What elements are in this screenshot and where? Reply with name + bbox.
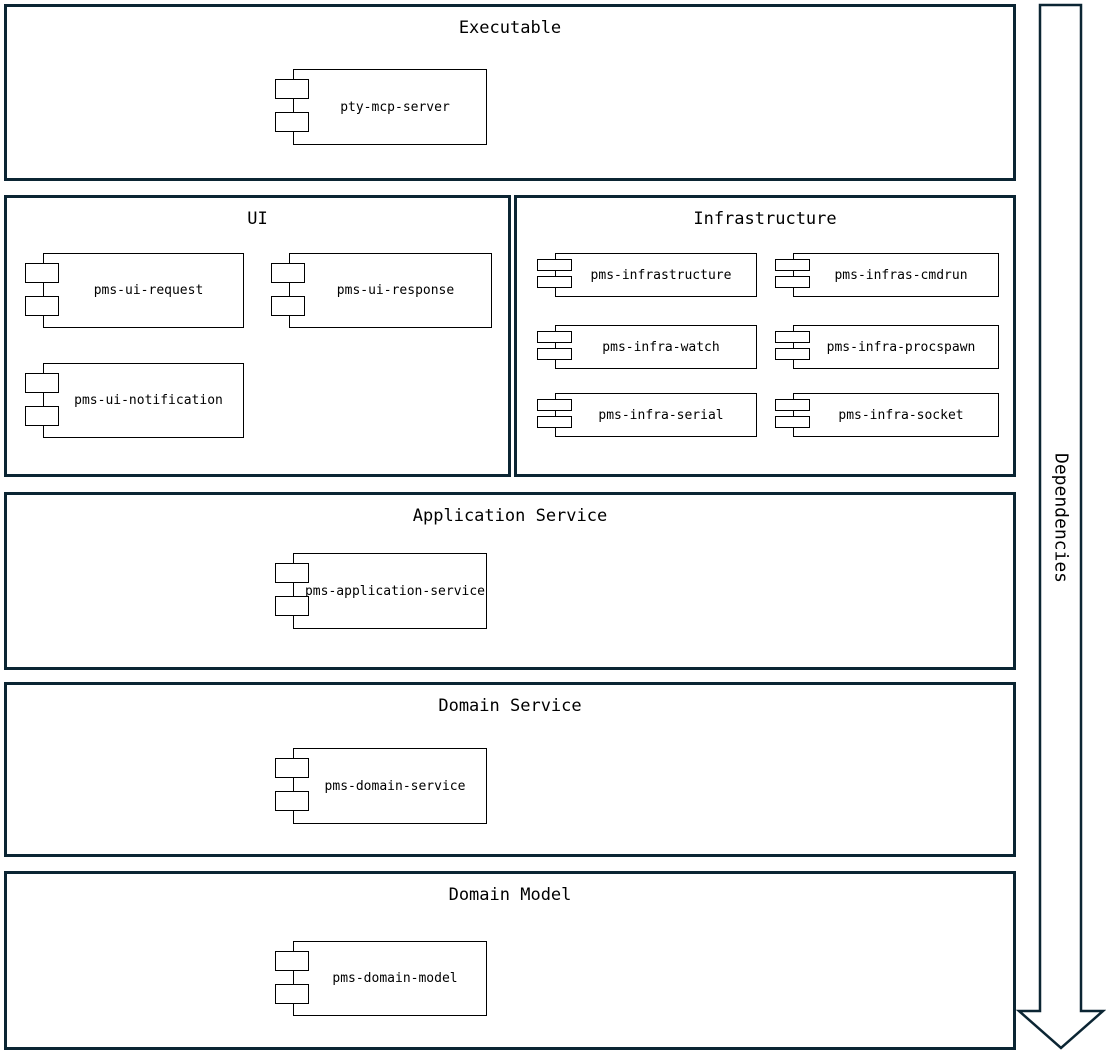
uml-component-icon xyxy=(275,596,309,616)
uml-component-icon xyxy=(537,399,572,411)
component-pms-infra-watch: pms-infra-watch xyxy=(537,325,757,369)
uml-component-icon xyxy=(775,348,810,360)
component-label: pms-ui-response xyxy=(336,283,455,298)
component-label: pms-infra-watch xyxy=(602,339,720,355)
component-label: pms-infra-procspawn xyxy=(826,339,976,355)
uml-component-icon xyxy=(275,112,309,132)
uml-component-icon xyxy=(275,984,309,1004)
uml-component-icon xyxy=(25,263,59,283)
uml-component-icon xyxy=(775,399,810,411)
uml-component-icon xyxy=(275,951,309,971)
component-label: pms-ui-request xyxy=(93,283,204,298)
component-pms-domain-model: pms-domain-model xyxy=(275,941,487,1016)
component-label: pty-mcp-server xyxy=(340,99,450,115)
uml-component-icon xyxy=(775,276,810,288)
component-pms-infra-procspawn: pms-infra-procspawn xyxy=(775,325,999,369)
section-title-domain-model: Domain Model xyxy=(448,885,572,905)
component-pms-infra-serial: pms-infra-serial xyxy=(537,393,757,437)
uml-component-icon xyxy=(275,79,309,99)
section-title-domain-service: Domain Service xyxy=(438,696,582,716)
component-pms-ui-notification: pms-ui-notification xyxy=(25,363,244,438)
uml-component-icon xyxy=(537,348,572,360)
component-pty-mcp-server: pty-mcp-server xyxy=(275,69,487,145)
component-pms-application-service: pms-application-service xyxy=(275,553,487,629)
uml-component-icon xyxy=(271,263,305,283)
component-pms-ui-request: pms-ui-request xyxy=(25,253,244,328)
uml-component-icon xyxy=(537,331,572,343)
component-pms-infrastructure: pms-infrastructure xyxy=(537,253,757,297)
uml-component-icon xyxy=(775,416,810,428)
uml-component-icon xyxy=(275,758,309,778)
uml-component-icon xyxy=(25,406,59,426)
component-label: pms-domain-model xyxy=(332,971,458,986)
section-domain-service: Domain Service pms-domain-service xyxy=(4,682,1016,857)
uml-component-icon xyxy=(25,296,59,316)
section-application-service: Application Service pms-application-serv… xyxy=(4,492,1016,670)
uml-component-icon xyxy=(537,276,572,288)
component-pms-domain-service: pms-domain-service xyxy=(275,748,487,824)
component-label: pms-application-service xyxy=(304,583,485,599)
uml-component-icon xyxy=(537,259,572,271)
component-label: pms-infra-serial xyxy=(598,407,724,423)
section-domain-model: Domain Model pms-domain-model xyxy=(4,871,1016,1050)
uml-component-icon xyxy=(275,563,309,583)
uml-component-icon xyxy=(537,416,572,428)
uml-component-icon xyxy=(25,373,59,393)
component-pms-infra-socket: pms-infra-socket xyxy=(775,393,999,437)
component-label: pms-infra-socket xyxy=(838,407,964,423)
section-infrastructure: Infrastructure pms-infrastructure pms-in… xyxy=(514,195,1016,477)
section-title-application-service: Application Service xyxy=(412,506,608,526)
section-title-infrastructure: Infrastructure xyxy=(693,209,837,229)
component-pms-ui-response: pms-ui-response xyxy=(271,253,492,328)
dependencies-arrow-label: Dependencies xyxy=(1050,452,1072,584)
component-label: pms-ui-notification xyxy=(74,393,223,408)
uml-component-icon xyxy=(271,296,305,316)
section-title-executable: Executable xyxy=(458,18,562,38)
uml-component-icon xyxy=(275,791,309,811)
component-label: pms-domain-service xyxy=(324,778,466,794)
section-ui: UI pms-ui-request pms-ui-response pms-ui… xyxy=(4,195,511,477)
section-executable: Executable pty-mcp-server xyxy=(4,4,1016,181)
component-label: pms-infrastructure xyxy=(590,267,732,283)
component-label: pms-infras-cmdrun xyxy=(834,267,968,283)
uml-component-icon xyxy=(775,259,810,271)
uml-component-icon xyxy=(775,331,810,343)
component-pms-infras-cmdrun: pms-infras-cmdrun xyxy=(775,253,999,297)
section-title-ui: UI xyxy=(247,209,268,229)
